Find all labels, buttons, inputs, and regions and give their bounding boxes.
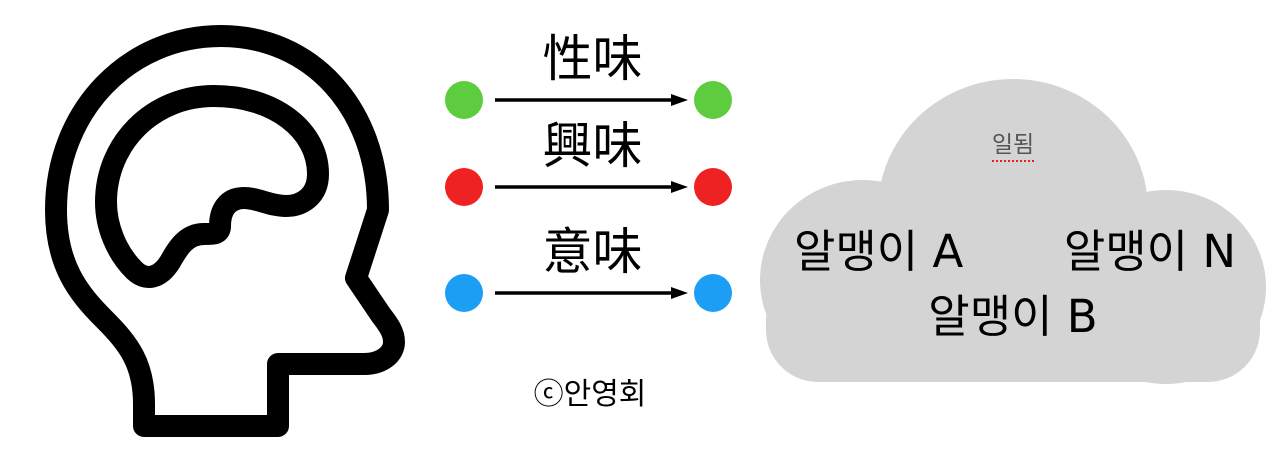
arrow-red [495,180,688,194]
red-dot-right[interactable] [694,168,732,206]
cloud-note-text: 일됨 [991,132,1035,162]
cloud-items-row-top: 알맹이 A 알맹이 N [760,222,1266,283]
arrow-blue [495,286,688,300]
head-with-brain-icon [34,12,438,450]
cloud-note: 일됨 [760,132,1266,162]
relation-label-green: 性味 [542,30,643,88]
green-dot-left[interactable] [445,81,483,119]
blue-dot-right[interactable] [694,274,732,312]
cloud-group: 일됨 알맹이 A 알맹이 N 알맹이 B [760,72,1266,386]
mapping-block: 性味 興味 意味 [430,20,750,330]
blue-dot-left[interactable] [445,274,483,312]
red-dot-left[interactable] [445,168,483,206]
copyright-credit: ⓒ안영회 [533,377,647,412]
cloud-item-n: 알맹이 N [1063,225,1236,278]
green-dot-right[interactable] [694,81,732,119]
relation-label-blue: 意味 [542,223,643,281]
relation-label-red: 興味 [542,117,643,175]
arrow-green [495,93,688,107]
cloud-items-row-bottom: 알맹이 B [760,287,1266,348]
cloud-item-a: 알맹이 A [794,225,964,278]
cloud-shape [760,79,1266,384]
cloud-item-b: 알맹이 B [928,289,1098,343]
cloud-items: 알맹이 A 알맹이 N 알맹이 B [760,222,1266,348]
